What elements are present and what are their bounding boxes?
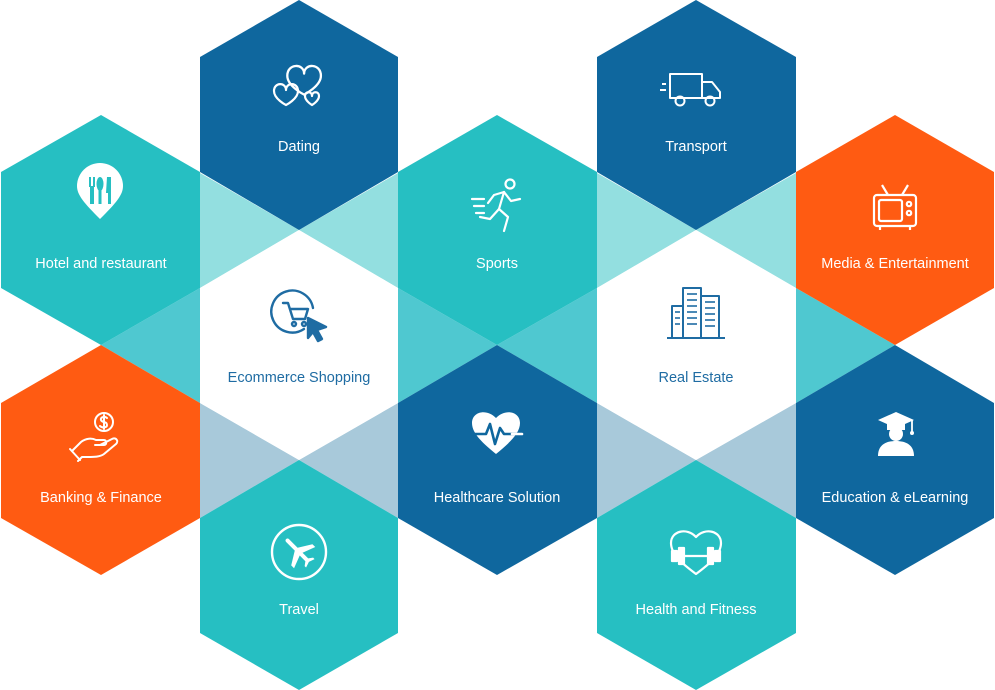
hearts-icon — [272, 64, 323, 107]
hex-real-estate[interactable]: Real Estate — [597, 230, 796, 460]
hex-label-education-elearning: Education & eLearning — [822, 490, 969, 506]
gap-triangles — [101, 173, 895, 518]
hex-travel[interactable]: Travel — [200, 460, 398, 690]
hex-label-transport: Transport — [665, 139, 727, 155]
cart-cursor-icon — [270, 289, 328, 343]
hex-education-elearning[interactable]: Education & eLearning — [796, 345, 994, 575]
hex-label-hotel-restaurant: Hotel and restaurant — [35, 256, 166, 272]
heart-dumbbell-icon — [669, 530, 723, 576]
hex-label-health-fitness: Health and Fitness — [636, 602, 757, 618]
runner-icon — [470, 178, 522, 233]
hex-healthcare-solution[interactable]: Healthcare Solution — [398, 345, 597, 575]
hex-label-travel: Travel — [279, 602, 319, 618]
hex-label-banking-finance: Banking & Finance — [40, 490, 162, 506]
hex-sports[interactable]: Sports — [398, 115, 597, 345]
money-hand-icon — [69, 412, 119, 462]
hex-label-media-entertainment: Media & Entertainment — [821, 256, 969, 272]
hex-dating[interactable]: Dating — [200, 0, 398, 230]
truck-icon — [660, 73, 721, 107]
tv-icon — [872, 184, 918, 230]
hex-hotel-restaurant[interactable]: Hotel and restaurant — [1, 115, 200, 345]
hex-health-fitness[interactable]: Health and Fitness — [597, 460, 796, 690]
hex-transport[interactable]: Transport — [597, 0, 796, 230]
hex-label-dating: Dating — [278, 139, 320, 155]
heartbeat-icon — [470, 412, 524, 454]
restaurant-pin-icon — [77, 163, 123, 219]
hex-label-ecommerce-shopping: Ecommerce Shopping — [228, 370, 371, 386]
hex-label-real-estate: Real Estate — [659, 370, 734, 386]
hex-label-sports: Sports — [476, 256, 518, 272]
hex-ecommerce-shopping[interactable]: Ecommerce Shopping — [200, 230, 398, 460]
hex-label-healthcare-solution: Healthcare Solution — [434, 490, 561, 506]
hex-banking-finance[interactable]: Banking & Finance — [1, 345, 200, 575]
airplane-icon — [270, 523, 328, 581]
buildings-icon — [667, 287, 725, 339]
hex-media-entertainment[interactable]: Media & Entertainment — [796, 115, 994, 345]
graduate-icon — [878, 412, 914, 456]
